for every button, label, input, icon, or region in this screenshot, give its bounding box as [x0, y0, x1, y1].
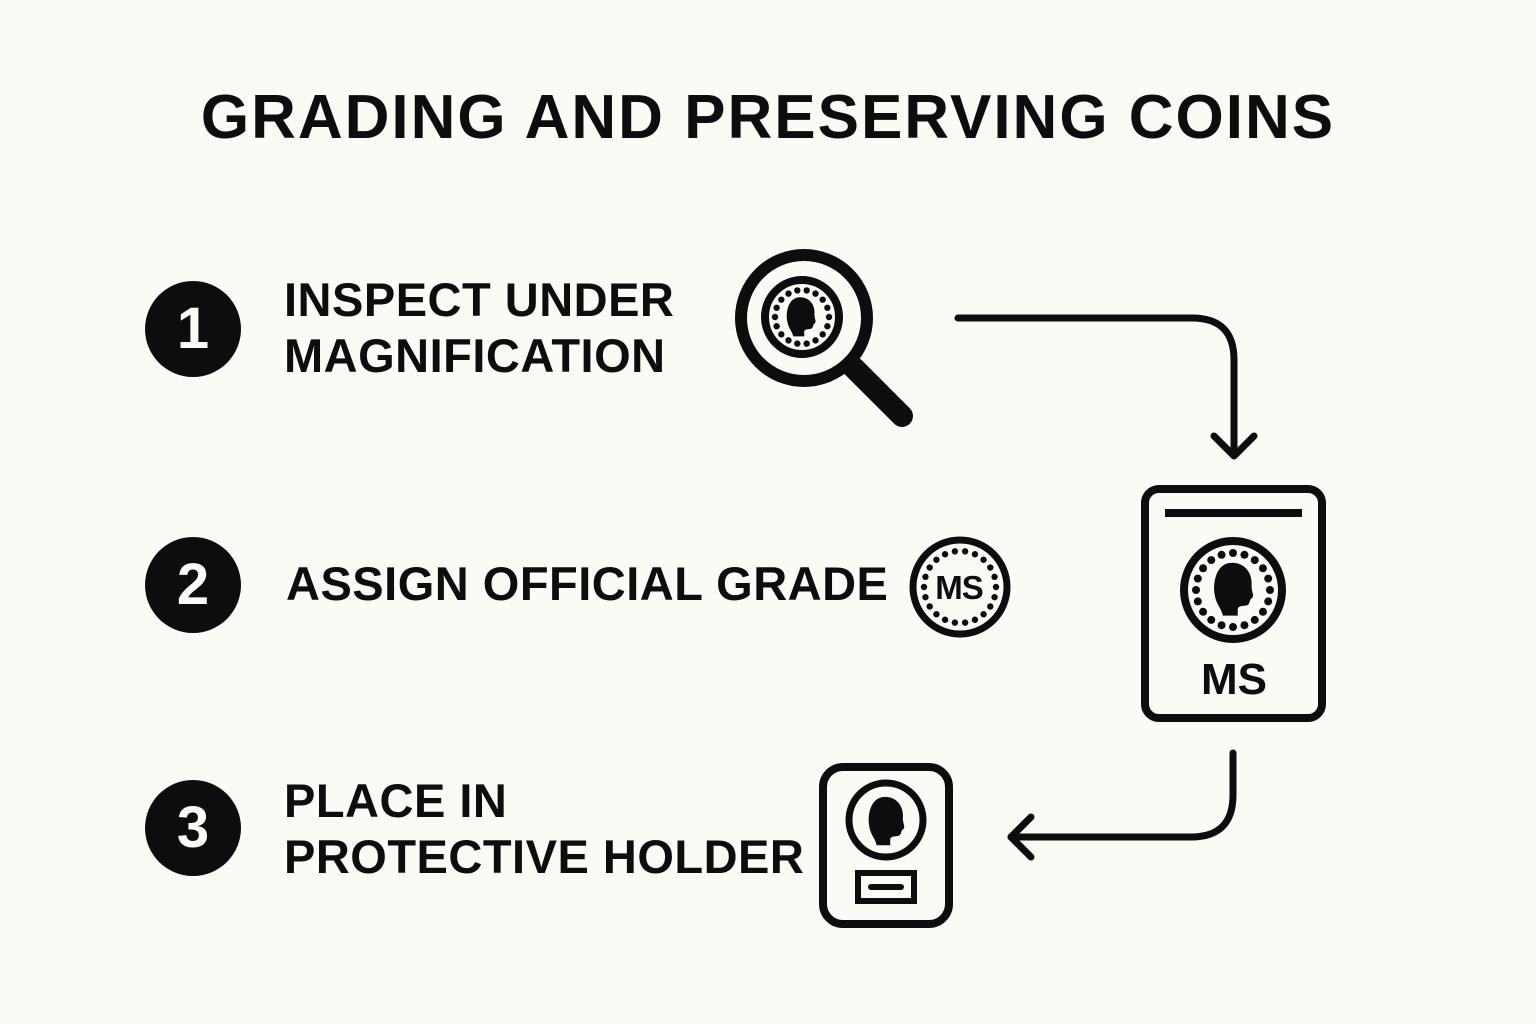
- coin-dot: [933, 556, 940, 563]
- coin-dot: [812, 290, 819, 297]
- coin-dot: [812, 337, 819, 344]
- coin-dot: [773, 304, 780, 311]
- slab-coin-portrait-icon: [1214, 562, 1254, 616]
- coin-dot: [778, 296, 785, 303]
- coin-dot: [926, 603, 933, 610]
- coin-dot: [1193, 597, 1202, 606]
- step-1-label: INSPECT UNDER MAGNIFICATION: [284, 272, 674, 384]
- step-3-badge: 3: [145, 780, 241, 876]
- coin-dot: [991, 573, 998, 581]
- coin-dot: [803, 340, 810, 347]
- ms-coin-rim: [909, 536, 1011, 638]
- coin-portrait-icon: [786, 297, 816, 337]
- coin-dot: [1229, 549, 1237, 557]
- step-1-badge: 1: [145, 281, 241, 377]
- coin-rim: [761, 276, 843, 358]
- slab-frame: [1141, 485, 1326, 722]
- graded-coin-ms-icon: MS: [909, 536, 1011, 638]
- coin-dot: [819, 296, 826, 303]
- coin-dot: [922, 573, 929, 581]
- coin-dot: [971, 551, 979, 558]
- coin-dot: [980, 556, 987, 563]
- step-3-label: PLACE IN PROTECTIVE HOLDER: [284, 773, 804, 885]
- coin-dot: [951, 548, 959, 555]
- ms-coin-dots: [920, 548, 1000, 626]
- coin-dot: [824, 323, 831, 330]
- arrow-step1-to-slab: [954, 314, 1258, 460]
- coin-dot: [992, 583, 1000, 591]
- magnifier-lens: [735, 249, 873, 387]
- coin-dot: [933, 611, 940, 618]
- coin-dot: [1229, 623, 1237, 631]
- coin-dot: [922, 593, 929, 601]
- coin-dot: [1264, 574, 1273, 583]
- coin-dot: [1250, 556, 1259, 565]
- coin-dot: [1264, 597, 1273, 606]
- step-2-label: ASSIGN OFFICIAL GRADE: [286, 556, 888, 612]
- coin-dot: [819, 331, 826, 338]
- arrow-head-down-icon: [1210, 432, 1258, 460]
- coin-dot: [961, 619, 969, 626]
- coin-dot: [771, 313, 779, 321]
- coin-dot: [951, 619, 959, 626]
- coin-dot: [1193, 574, 1202, 583]
- step-2-line-1: ASSIGN OFFICIAL GRADE: [286, 557, 889, 610]
- coin-dot: [1207, 556, 1216, 565]
- page-title: GRADING AND PRESERVING COINS: [200, 83, 1336, 152]
- coin-dot: [1199, 564, 1208, 573]
- magnifying-glass-coin-icon: [735, 249, 913, 427]
- arrow-slab-to-holder: [1007, 749, 1237, 861]
- slab-grade: MS: [1201, 655, 1267, 704]
- coin-dot: [825, 313, 833, 321]
- coin-dot: [971, 616, 979, 623]
- coin-dot: [1217, 550, 1226, 559]
- coin-dot: [941, 551, 949, 558]
- step-2-badge: 2: [145, 537, 241, 633]
- coin-dot: [920, 583, 928, 591]
- graded-slab-icon: MS: [1141, 485, 1326, 722]
- coin-dot: [785, 337, 792, 344]
- coin-dot: [824, 304, 831, 311]
- coin-dot: [794, 340, 801, 347]
- coin-dot: [980, 611, 987, 618]
- coin-dot: [773, 323, 780, 330]
- coin-dot: [941, 616, 949, 623]
- coin-dot: [794, 287, 801, 294]
- holder-label-box: [855, 870, 917, 904]
- step-1-line-2: MAGNIFICATION: [284, 329, 666, 382]
- coin-dot: [961, 548, 969, 555]
- coin-dot: [991, 593, 998, 601]
- coin-dot: [987, 564, 994, 571]
- coin-dot: [778, 331, 785, 338]
- step-3-line-2: PROTECTIVE HOLDER: [284, 830, 805, 883]
- arrow-head-left-icon: [1007, 813, 1035, 861]
- slab-coin-rim: [1180, 537, 1286, 643]
- coin-dot: [1217, 621, 1226, 630]
- step-3-line-1: PLACE IN: [284, 774, 508, 827]
- coin-dot: [1266, 586, 1274, 594]
- arrow-path: [954, 314, 1238, 458]
- coin-dot: [1192, 586, 1200, 594]
- coin-dot: [1199, 607, 1208, 616]
- step-1-line-1: INSPECT UNDER: [284, 273, 675, 326]
- coin-dot: [803, 287, 810, 294]
- coin-dot: [1250, 615, 1259, 624]
- holder-coin-portrait-icon: [868, 796, 905, 846]
- arrow-path: [1007, 749, 1237, 841]
- coin-dot: [1258, 607, 1267, 616]
- magnifier-handle: [841, 355, 913, 427]
- holder-frame: [819, 763, 953, 928]
- slab-coin-dots: [1192, 549, 1274, 631]
- coin-dot: [1258, 564, 1267, 573]
- coin-dot: [1207, 615, 1216, 624]
- coin-dot: [926, 564, 933, 571]
- holder-coin-rim: [845, 779, 927, 861]
- coin-dot: [1240, 550, 1249, 559]
- ms-coin-grade: MS: [935, 569, 983, 606]
- coin-dot: [785, 290, 792, 297]
- coin-dot: [1240, 621, 1249, 630]
- coin-dots: [771, 287, 833, 347]
- coin-holder-icon: [819, 763, 953, 928]
- coin-dot: [987, 603, 994, 610]
